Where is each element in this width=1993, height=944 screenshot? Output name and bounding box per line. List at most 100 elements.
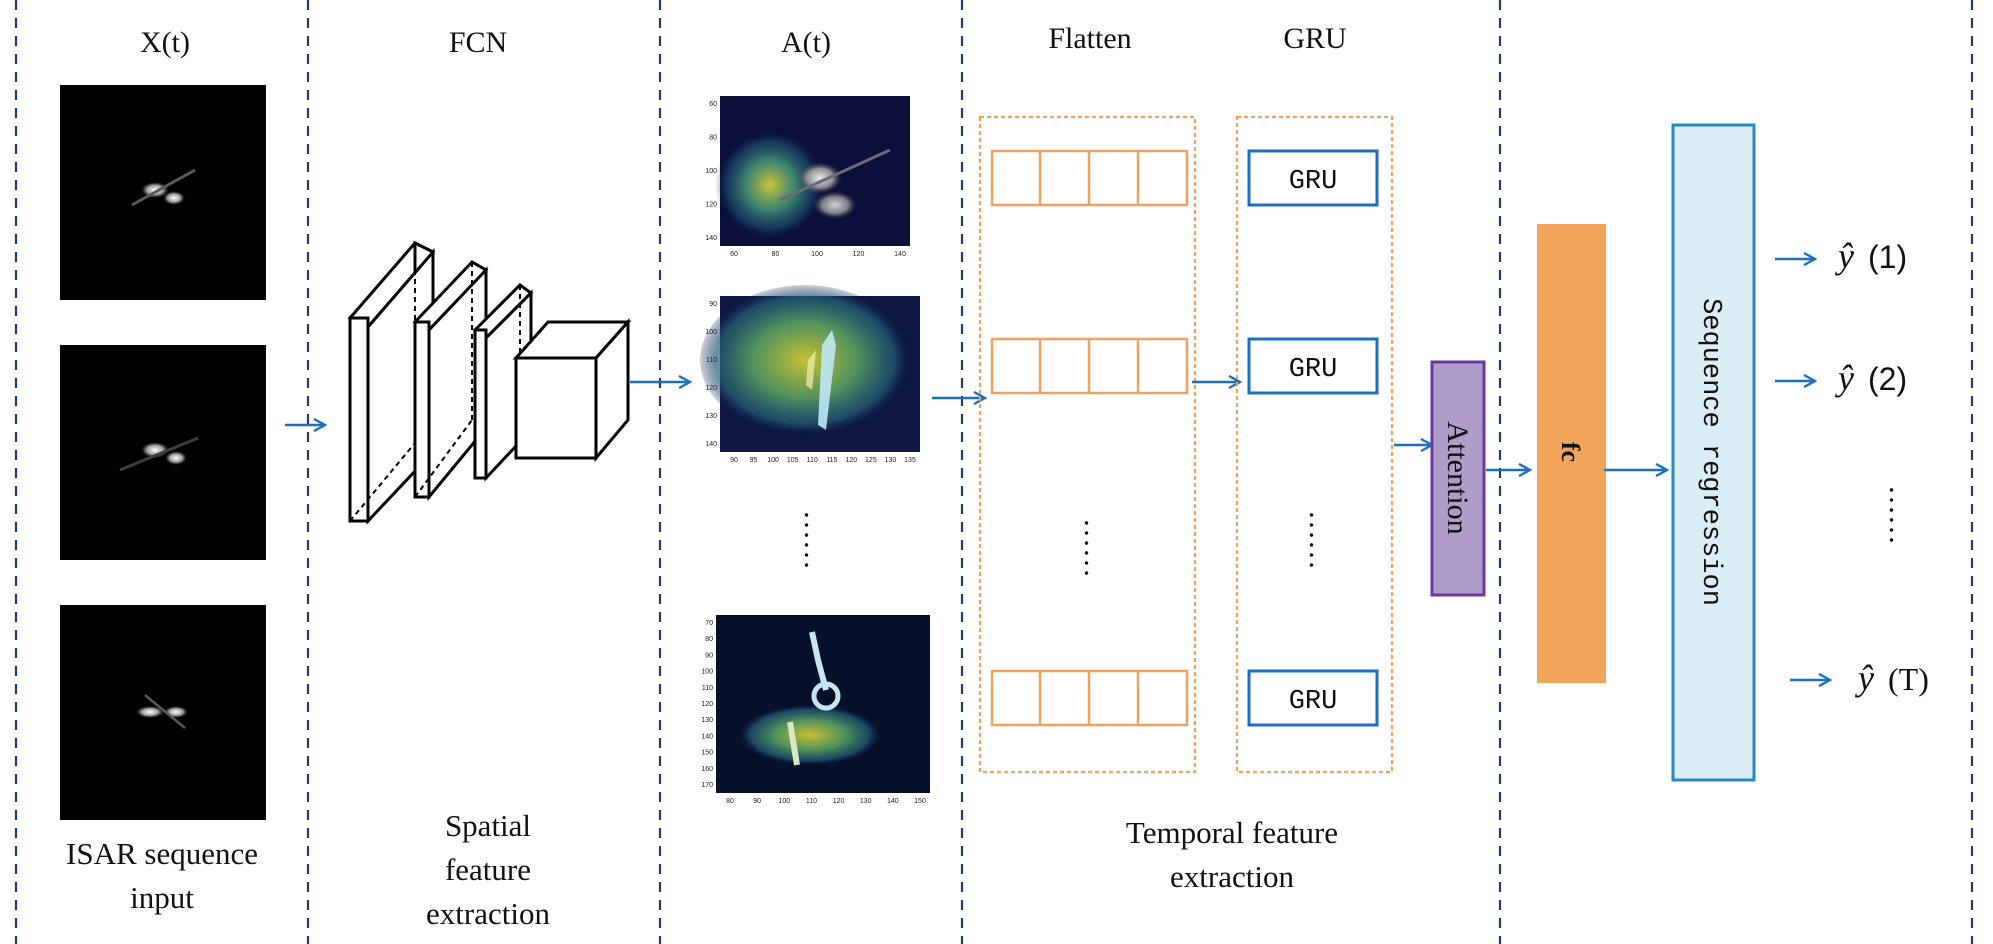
heatmap-2-y-tick: 90 (709, 301, 717, 308)
heatmap-2-x-tick: 130 (885, 457, 897, 464)
heatmap-1-x-tick: 140 (894, 251, 906, 258)
heatmap-3-x-tick: 110 (806, 798, 817, 805)
isar-frame-2 (60, 345, 266, 560)
heatmap-1-x-tick: 80 (772, 251, 780, 258)
heatmap-1-y-tick: 140 (705, 235, 717, 242)
heatmap-3-y-tick: 90 (705, 652, 713, 659)
sequence-regression-block: Sequence regression (1671, 123, 1756, 782)
heatmap-3-y-ticks: 70 80 90 100 110 120 130 140 150 160 170 (701, 620, 713, 789)
heatmap-2-y-ticks: 90 100 110 120 130 140 (705, 301, 717, 448)
output-2-index: (2) (1868, 361, 1907, 397)
gru-cell-3: GRU (1247, 669, 1379, 727)
heatmap-2-y-tick: 100 (705, 329, 717, 336)
spatial-caption-line2: feature (445, 852, 531, 887)
heatmap-3-y-tick: 160 (701, 766, 713, 773)
isar-frame-1 (60, 85, 266, 300)
flatten-vector-1 (990, 149, 1189, 207)
heatmap-3-y-tick: 150 (701, 750, 713, 757)
flatten-vector-2 (990, 337, 1189, 395)
heatmap-2-y-tick: 120 (705, 385, 717, 392)
sequence-regression-label: Sequence regression (1695, 298, 1725, 606)
heatmap-1-y-tick: 60 (709, 101, 717, 108)
temporal-caption-line2: extraction (1170, 859, 1294, 894)
heatmap-3-y-tick: 170 (701, 782, 713, 789)
heatmap-3-y-tick: 130 (701, 717, 713, 724)
heatmap-3-x-tick: 130 (860, 798, 872, 805)
heatmap-2-x-tick: 90 (730, 457, 738, 464)
fc-label: fc (1556, 442, 1585, 462)
xt-title: X(t) (140, 26, 190, 59)
heatmap-1-x-tick: 60 (730, 251, 738, 258)
at-title: A(t) (781, 26, 831, 59)
flatten-vector-3 (990, 669, 1189, 727)
heatmap-3: 80 90 100 110 120 130 140 150 70 80 90 100 110 120 13… (701, 615, 930, 805)
heatmap-3-x-tick: 80 (726, 798, 734, 805)
fcn-layer-2 (412, 260, 489, 502)
flatten-ellipsis: …… (1078, 518, 1111, 578)
heatmap-3-y-tick: 110 (702, 685, 713, 692)
heatmap-3-x-tick: 140 (887, 798, 899, 805)
temporal-caption-line1: Temporal feature (1126, 815, 1338, 850)
attention-maps-ellipsis: …… (798, 510, 831, 570)
output-2: ŷ (2) (1835, 358, 1907, 398)
outputs-ellipsis: …… (1883, 485, 1916, 545)
heatmap-3-y-tick: 100 (701, 669, 713, 676)
heatmap-1-y-tick: 100 (705, 168, 717, 175)
heatmap-1-y-ticks: 60 80 100 120 140 (705, 101, 717, 242)
isar-caption-line1: ISAR sequence (66, 836, 258, 871)
flatten-dashed-container (978, 115, 1197, 774)
heatmap-2-y-tick: 130 (705, 413, 717, 420)
output-T-symbol: ŷ (1855, 658, 1874, 698)
heatmap-1-x-ticks: 60 80 100 120 140 (730, 251, 906, 258)
gru-cell-2: GRU (1247, 337, 1379, 395)
spatial-caption-line1: Spatial (445, 808, 531, 843)
output-T-index: (T) (1888, 661, 1929, 697)
gru-ellipsis: …… (1303, 510, 1336, 570)
heatmap-3-y-tick: 120 (701, 701, 713, 708)
heatmap-3-x-ticks: 80 90 100 110 120 130 140 150 (726, 798, 926, 805)
heatmap-3-y-tick: 70 (705, 620, 713, 627)
heatmap-1-y-tick: 80 (709, 135, 717, 142)
heatmap-2-x-tick: 100 (767, 457, 779, 464)
fc-block: fc (1537, 224, 1606, 683)
gru-cell-1: GRU (1247, 149, 1379, 207)
output-T: ŷ (T) (1855, 658, 1929, 698)
gru-cell-2-label: GRU (1289, 355, 1338, 385)
section-dividers (14, 0, 1974, 944)
heatmap-2-y-tick: 140 (705, 441, 717, 448)
fcn-layer-stack (347, 240, 632, 525)
heatmap-1-y-tick: 120 (705, 202, 717, 209)
heatmap-3-x-tick: 90 (753, 798, 761, 805)
spatial-caption-line3: extraction (426, 896, 550, 931)
gru-title: GRU (1283, 22, 1347, 55)
heatmap-2-x-tick: 105 (787, 457, 799, 464)
heatmap-3-x-tick: 150 (914, 798, 926, 805)
fcn-output-cube (512, 318, 632, 463)
heatmap-3-x-tick: 120 (833, 798, 845, 805)
output-2-symbol: ŷ (1835, 358, 1854, 398)
heatmap-3-x-tick: 100 (778, 798, 790, 805)
isar-caption-line2: input (130, 880, 194, 915)
flatten-title: Flatten (1048, 22, 1131, 55)
isar-frame-3 (60, 605, 266, 820)
gru-dashed-container (1235, 115, 1394, 774)
attention-label: Attention (1441, 421, 1474, 534)
heatmap-2-y-tick: 110 (706, 357, 717, 364)
output-1: ŷ (1) (1835, 236, 1907, 276)
heatmap-2-x-tick: 135 (904, 457, 916, 464)
gru-cell-1-label: GRU (1289, 167, 1338, 197)
heatmap-1-x-tick: 120 (853, 251, 865, 258)
heatmap-1-x-tick: 100 (811, 251, 823, 258)
attention-block: Attention (1430, 360, 1486, 597)
heatmap-2-x-tick: 115 (826, 457, 837, 464)
heatmap-2-x-tick: 110 (807, 457, 818, 464)
heatmap-2-x-tick: 125 (865, 457, 877, 464)
heatmap-2-x-tick: 120 (845, 457, 857, 464)
fcn-title: FCN (449, 26, 507, 59)
output-1-index: (1) (1868, 239, 1907, 275)
heatmap-3-y-tick: 140 (701, 733, 713, 740)
heatmap-3-y-tick: 80 (705, 636, 713, 643)
